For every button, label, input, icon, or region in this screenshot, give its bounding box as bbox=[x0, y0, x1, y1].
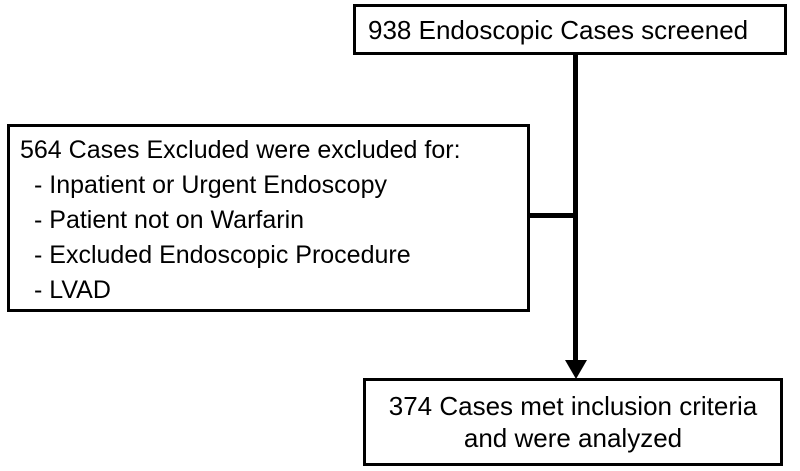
node-excluded-cases: 564 Cases Excluded were excluded for: In… bbox=[7, 124, 530, 312]
node-excluded-cases-heading: 564 Cases Excluded were excluded for: bbox=[20, 136, 461, 164]
exclusion-reason-item: Inpatient or Urgent Endoscopy bbox=[20, 173, 527, 198]
arrowhead-down-icon bbox=[565, 360, 587, 379]
node-included-cases-line2: and were analyzed bbox=[463, 423, 683, 453]
node-screened-cases-label: 938 Endoscopic Cases screened bbox=[368, 14, 749, 45]
node-included-cases-line1: 374 Cases met inclusion criteria bbox=[388, 390, 758, 421]
node-screened-cases: 938 Endoscopic Cases screened bbox=[353, 4, 787, 55]
exclusion-reason-list: Inpatient or Urgent Endoscopy Patient no… bbox=[20, 173, 527, 303]
connector-horizontal-excluded bbox=[527, 213, 575, 218]
connector-vertical-main bbox=[573, 55, 578, 360]
exclusion-reason-item: Patient not on Warfarin bbox=[20, 208, 527, 233]
node-included-cases: 374 Cases met inclusion criteria and wer… bbox=[363, 378, 783, 466]
exclusion-reason-item: LVAD bbox=[20, 278, 527, 303]
exclusion-reason-item: Excluded Endoscopic Procedure bbox=[20, 243, 527, 268]
